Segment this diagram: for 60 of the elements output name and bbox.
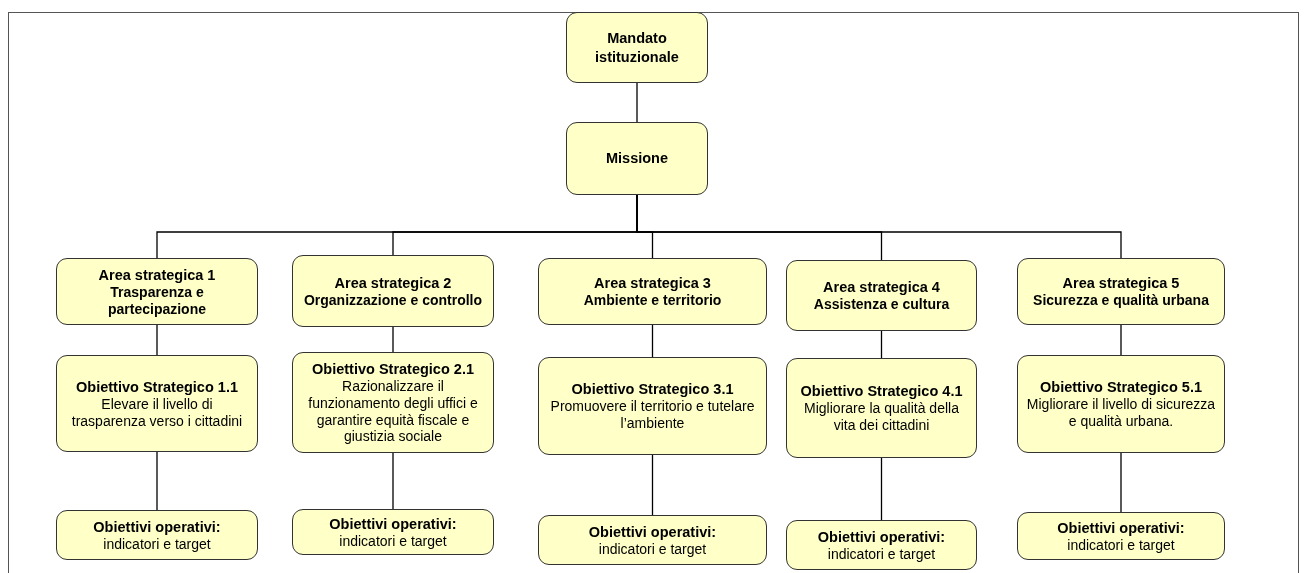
box-heading: Obiettivi operativi: [817,527,946,546]
box-text: Migliorare il livello di sicurezza e qualità urbana. [1025,396,1217,430]
box-text: Migliorare la qualità della vita dei cittadini [803,400,960,434]
area-box [786,260,977,331]
box-text: indicatori e target [598,540,707,558]
area-box [56,258,258,325]
objective-box [1017,355,1225,453]
connector-line [880,330,883,359]
area-box [292,255,494,327]
box-heading: Area strategica 1 [98,265,216,284]
objective-box [56,355,258,452]
box-heading: Obiettivo Strategico 3.1 [571,380,734,399]
box-heading: Area strategica 3 [594,274,711,293]
box-heading: Area strategica 4 [823,278,940,297]
connector-line [1120,324,1122,356]
area-box [538,258,767,325]
box-text: Promuovere il territorio e tutelare l’ambiente [549,398,756,432]
box-text: Trasparenza e partecipazione [107,283,207,318]
box-heading: Obiettivo Strategico 1.1 [76,377,238,396]
connector-line [156,451,158,511]
box-text: indicatori e target [827,545,936,563]
box-heading: Obiettivi operativi: [588,522,717,541]
operational-box [56,510,258,560]
objective-box [786,358,977,458]
box-heading: Obiettivo Strategico 5.1 [1040,378,1202,397]
connector-line [651,324,654,358]
box-text: Assistenza e cultura [813,296,950,313]
box-heading: Obiettivi operativi: [329,514,457,533]
box-heading: Obiettivi operativi: [1057,518,1185,537]
box-heading: Area strategica 2 [334,273,452,292]
objective-box [538,357,767,455]
box-text: Ambiente e territorio [583,292,722,309]
operational-box [1017,512,1225,560]
box-heading: Obiettivo Strategico 2.1 [312,359,474,378]
box-heading: Mandato istituzionale [594,29,680,66]
box-text: indicatori e target [103,535,211,553]
operational-box [292,509,494,555]
connector-line [880,457,883,521]
connector-line [392,326,394,353]
box-text: indicatori e target [1067,536,1175,554]
objective-box [292,352,494,453]
process-box [566,12,708,83]
box-heading: Obiettivo Strategico 4.1 [800,382,963,401]
box-text: Organizzazione e controllo [303,291,483,309]
box-heading: Missione [605,149,668,168]
operational-box [538,515,767,565]
box-text: indicatori e target [339,532,447,550]
box-text: Sicurezza e qualità urbana [1033,292,1209,309]
connector-line [651,454,654,516]
connector-line [392,452,394,510]
connector-line [1120,452,1122,513]
box-text: Elevare il livello di trasparenza verso i cittadini [70,395,244,430]
connector-line [636,82,638,123]
connector-line [156,324,158,356]
box-heading: Obiettivi operativi: [93,517,221,536]
process-box [566,122,708,195]
box-heading: Area strategica 5 [1062,274,1180,293]
operational-box [786,520,977,570]
box-text: Razionalizzare il funzionamento degli uffici e garantire equità fiscale e giustizia sociale [307,377,479,446]
area-box [1017,258,1225,325]
